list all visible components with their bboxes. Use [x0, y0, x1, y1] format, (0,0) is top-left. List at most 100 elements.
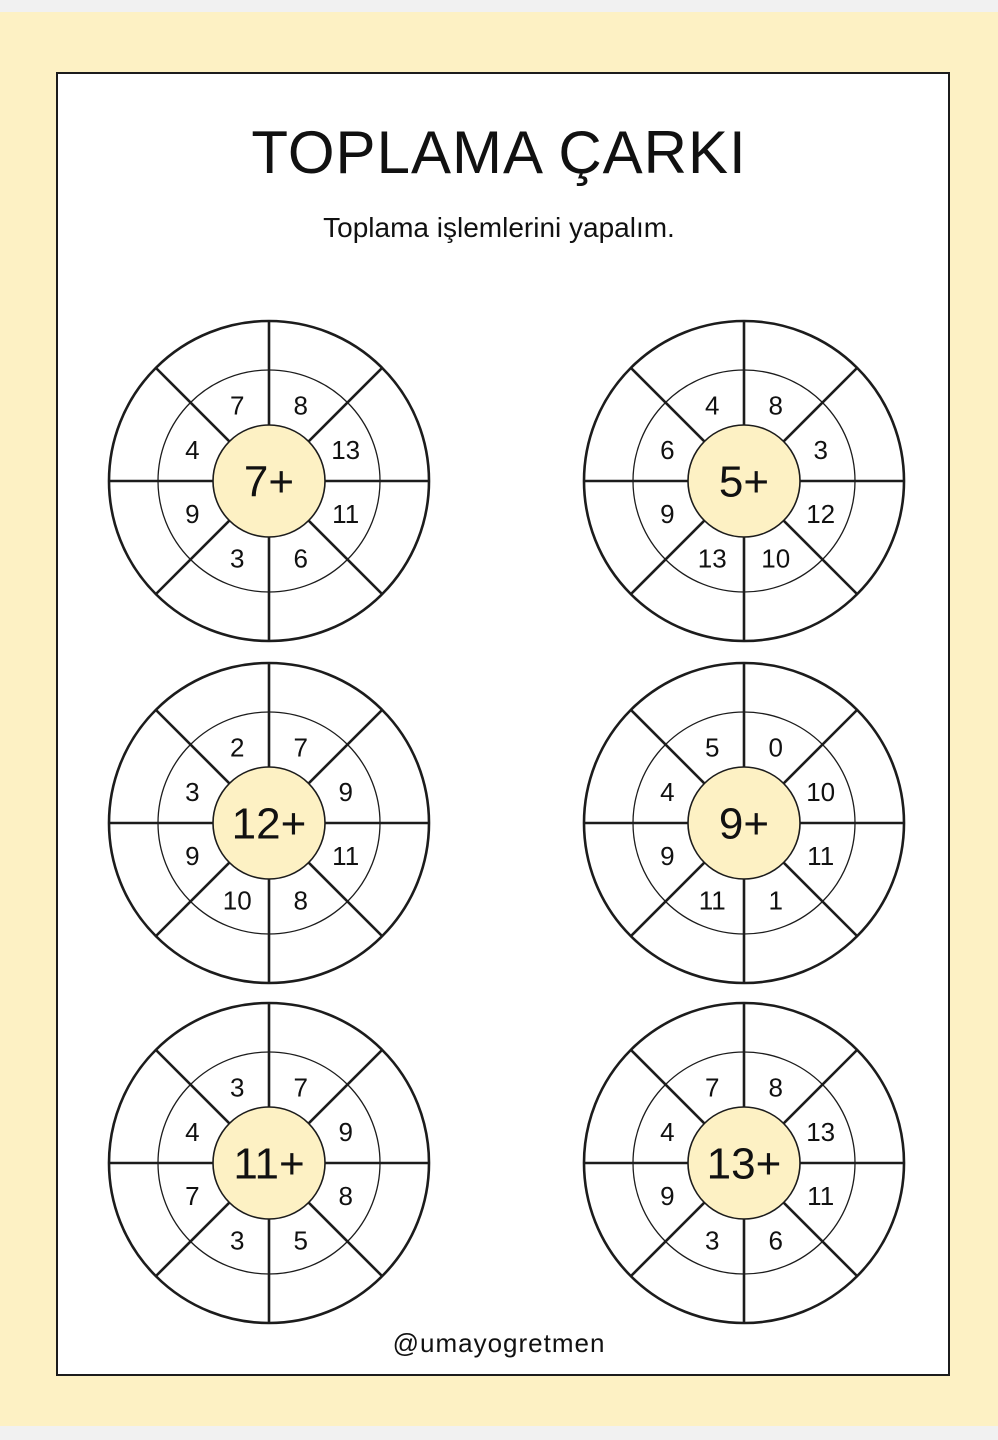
- wheel-number: 11: [807, 1181, 834, 1211]
- spoke-line: [629, 708, 706, 785]
- wheel-number: 9: [338, 1117, 352, 1147]
- wheel-number: 2: [230, 732, 244, 762]
- wheel-number: 11: [332, 841, 359, 871]
- wheel-number: 9: [660, 1181, 674, 1211]
- middle-ring: [632, 369, 856, 593]
- spoke-line: [154, 366, 231, 443]
- wheel-number: 6: [769, 1226, 783, 1256]
- wheel-number: 5: [705, 732, 719, 762]
- spoke-line: [782, 708, 859, 785]
- wheel-center-label: 5+: [719, 458, 769, 507]
- wheel-number: 8: [338, 1181, 352, 1211]
- middle-ring: [157, 369, 381, 593]
- wheel-number: 10: [761, 544, 790, 574]
- center-circle: [212, 424, 326, 538]
- middle-ring: [632, 711, 856, 935]
- addition-wheel: 7+ 7 8 13 11 6 3 9 4: [107, 319, 431, 643]
- center-circle: [687, 766, 801, 880]
- spoke-line: [154, 1048, 231, 1125]
- wheel-number: 8: [294, 886, 308, 916]
- middle-ring: [632, 1051, 856, 1275]
- wheel-number: 8: [769, 1072, 783, 1102]
- center-circle: [212, 1106, 326, 1220]
- wheel-number: 8: [769, 390, 783, 420]
- spoke-line: [629, 861, 706, 938]
- center-circle: [687, 424, 801, 538]
- center-circle: [212, 766, 326, 880]
- wheel-number: 10: [223, 886, 252, 916]
- wheel-number: 9: [660, 499, 674, 529]
- wheel-number: 9: [185, 499, 199, 529]
- wheel-center-label: 13+: [707, 1140, 782, 1189]
- wheel-number: 3: [230, 1226, 244, 1256]
- wheel-number: 1: [769, 886, 783, 916]
- wheel-number: 4: [660, 777, 674, 807]
- wheel-center-label: 11+: [233, 1140, 304, 1189]
- spoke-line: [307, 366, 384, 443]
- wheel-number: 7: [230, 390, 244, 420]
- wheel-number: 4: [185, 435, 199, 465]
- spoke-line: [782, 861, 859, 938]
- wheel-number: 6: [294, 544, 308, 574]
- author-handle: @umayogretmen: [392, 1328, 606, 1358]
- spoke-line: [307, 708, 384, 785]
- spoke-line: [307, 1048, 384, 1125]
- spoke-line: [629, 1201, 706, 1278]
- spoke-line: [782, 366, 859, 443]
- wheel-number: 6: [660, 435, 674, 465]
- wheel-number: 3: [230, 544, 244, 574]
- middle-ring: [157, 1051, 381, 1275]
- page-title: TOPLAMA ÇARKI: [251, 119, 747, 186]
- wheel-number: 7: [294, 1072, 308, 1102]
- spoke-line: [154, 861, 231, 938]
- spoke-line: [154, 519, 231, 596]
- spoke-line: [782, 519, 859, 596]
- spoke-line: [782, 1201, 859, 1278]
- wheel-number: 3: [705, 1226, 719, 1256]
- spoke-line: [154, 1201, 231, 1278]
- wheel-number: 3: [813, 435, 827, 465]
- wheel-number: 4: [185, 1117, 199, 1147]
- wheel-number: 7: [705, 1072, 719, 1102]
- wheel-number: 5: [294, 1226, 308, 1256]
- spoke-line: [629, 366, 706, 443]
- addition-wheel: 5+ 4 83 12 10 13 9 6: [582, 319, 906, 643]
- wheel-number: 0: [769, 732, 783, 762]
- spoke-line: [629, 1048, 706, 1125]
- spoke-line: [154, 708, 231, 785]
- spoke-line: [307, 861, 384, 938]
- wheel-number: 13: [698, 544, 727, 574]
- wheel-number: 11: [699, 886, 726, 916]
- wheel-number: 9: [338, 777, 352, 807]
- wheel-center-label: 7+: [244, 458, 294, 507]
- wheel-number: 4: [660, 1117, 674, 1147]
- wheel-number: 10: [806, 777, 835, 807]
- addition-wheel: 13+ 7 8 13 11 6 3 9 4: [582, 1001, 906, 1325]
- spoke-line: [307, 1201, 384, 1278]
- spoke-line: [782, 1048, 859, 1125]
- wheel-center-label: 9+: [719, 800, 769, 849]
- spoke-line: [629, 519, 706, 596]
- spoke-line: [307, 519, 384, 596]
- wheel-number: 9: [185, 841, 199, 871]
- wheel-number: 13: [331, 435, 360, 465]
- wheel-number: 11: [807, 841, 834, 871]
- middle-ring: [157, 711, 381, 935]
- wheel-number: 4: [705, 390, 719, 420]
- wheel-number: 7: [294, 732, 308, 762]
- center-circle: [687, 1106, 801, 1220]
- wheel-number: 3: [185, 777, 199, 807]
- wheel-number: 12: [806, 499, 835, 529]
- wheel-number: 3: [230, 1072, 244, 1102]
- wheel-number: 7: [185, 1181, 199, 1211]
- wheel-center-label: 12+: [232, 800, 307, 849]
- wheel-number: 9: [660, 841, 674, 871]
- wheel-number: 13: [806, 1117, 835, 1147]
- wheel-number: 11: [332, 499, 359, 529]
- instructions: Toplama işlemlerini yapalım.: [323, 212, 675, 243]
- wheel-number: 8: [294, 390, 308, 420]
